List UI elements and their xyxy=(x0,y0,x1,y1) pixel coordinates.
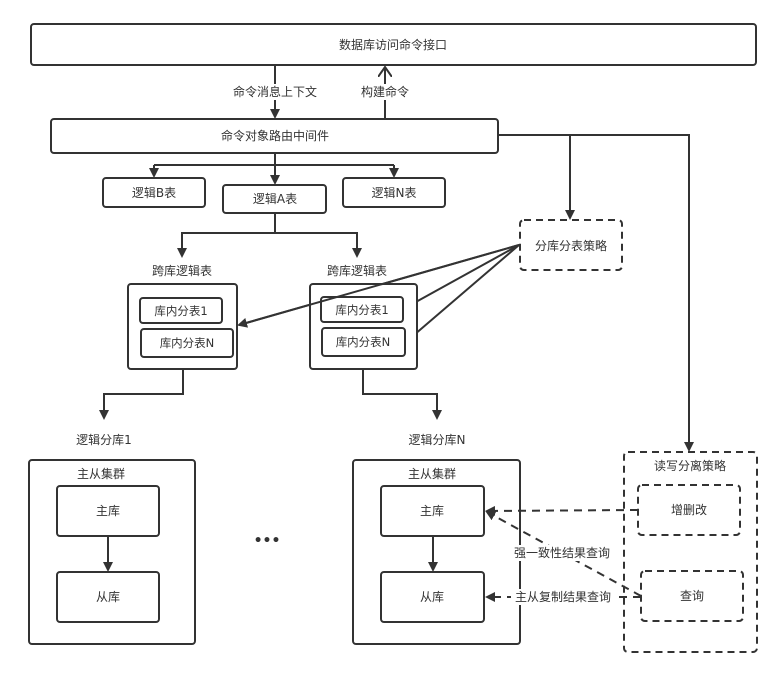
interface-label: 数据库访问命令接口 xyxy=(339,37,447,52)
inner-table-1-of-cross-table-1[interactable]: 库内分表1 xyxy=(139,297,223,324)
inner-table-label: 库内分表1 xyxy=(335,303,388,317)
edge-label-replica-query: 主从复制结果查询 xyxy=(515,590,611,604)
shard-strategy-label: 分库分表策略 xyxy=(535,238,607,253)
interface-box[interactable]: 数据库访问命令接口 xyxy=(30,23,757,66)
edge-to-cross-table-1 xyxy=(177,213,276,258)
logical-db-1-title: 逻辑分库1 xyxy=(76,432,132,447)
cluster-1[interactable]: 主从集群 主库 从库 xyxy=(28,459,196,645)
edge-write-to-master xyxy=(485,505,639,516)
cross-table-1-title: 跨库逻辑表 xyxy=(152,263,212,278)
logical-table-n[interactable]: 逻辑N表 xyxy=(342,177,446,208)
ellipsis: ••• xyxy=(254,533,281,549)
inner-table-label: 库内分表N xyxy=(160,336,215,350)
edge-shard-to-inner-table-n xyxy=(405,244,520,343)
cluster-1-label: 主从集群 xyxy=(77,466,125,481)
query-box[interactable]: 查询 xyxy=(640,570,744,622)
slave-db-1-label: 从库 xyxy=(96,589,120,604)
write-ops-label: 增删改 xyxy=(671,503,707,517)
inner-table-label: 库内分表N xyxy=(336,335,391,349)
master-db-1-label: 主库 xyxy=(96,503,120,518)
inner-table-n-of-cross-table-1[interactable]: 库内分表N xyxy=(140,328,234,358)
edge-shard-overlay xyxy=(238,244,520,326)
logical-table-b-label: 逻辑B表 xyxy=(132,186,176,200)
logical-table-a-label: 逻辑A表 xyxy=(253,192,297,206)
edge-label-strong-consistency: 强一致性结果查询 xyxy=(514,546,610,560)
rw-strategy-box[interactable]: 读写分离策略 增删改 查询 xyxy=(623,451,758,653)
shard-strategy-box[interactable]: 分库分表策略 xyxy=(519,219,623,271)
cluster-n-label: 主从集群 xyxy=(408,466,456,481)
edge-shard-to-inner-table-1 xyxy=(403,244,520,309)
edge-to-rw-strategy xyxy=(498,134,694,452)
logical-table-b[interactable]: 逻辑B表 xyxy=(102,177,206,208)
cross-table-2[interactable]: 库内分表1 库内分表N xyxy=(309,283,418,370)
cross-table-2-title: 跨库逻辑表 xyxy=(327,263,387,278)
cross-table-1[interactable]: 库内分表1 库内分表N xyxy=(127,283,238,370)
master-db-n[interactable]: 主库 xyxy=(380,485,485,537)
master-db-n-label: 主库 xyxy=(420,503,444,518)
middleware-label: 命令对象路由中间件 xyxy=(221,128,329,143)
logical-table-n-label: 逻辑N表 xyxy=(372,186,417,200)
slave-db-n[interactable]: 从库 xyxy=(380,571,485,623)
write-ops-box[interactable]: 增删改 xyxy=(637,484,741,536)
logical-table-a[interactable]: 逻辑A表 xyxy=(222,184,327,214)
middleware-box[interactable]: 命令对象路由中间件 xyxy=(50,118,499,154)
rw-strategy-label: 读写分离策略 xyxy=(654,458,726,473)
inner-table-label: 库内分表1 xyxy=(154,304,207,318)
edge-to-cross-table-2 xyxy=(275,232,362,258)
inner-table-1-of-cross-table-2[interactable]: 库内分表1 xyxy=(320,296,404,323)
edge-to-logical-db-n xyxy=(362,369,442,420)
inner-table-n-of-cross-table-2[interactable]: 库内分表N xyxy=(321,327,406,357)
edge-label-command-context: 命令消息上下文 xyxy=(233,84,317,99)
logical-db-n-title: 逻辑分库N xyxy=(409,432,466,447)
master-db-1[interactable]: 主库 xyxy=(56,485,160,537)
cluster-n[interactable]: 主从集群 主库 从库 xyxy=(352,459,521,645)
query-label: 查询 xyxy=(680,589,704,603)
slave-db-1[interactable]: 从库 xyxy=(56,571,160,623)
edge-to-logical-db-1 xyxy=(99,369,184,420)
slave-db-n-label: 从库 xyxy=(420,589,444,604)
edge-label-build-command: 构建命令 xyxy=(361,84,409,99)
